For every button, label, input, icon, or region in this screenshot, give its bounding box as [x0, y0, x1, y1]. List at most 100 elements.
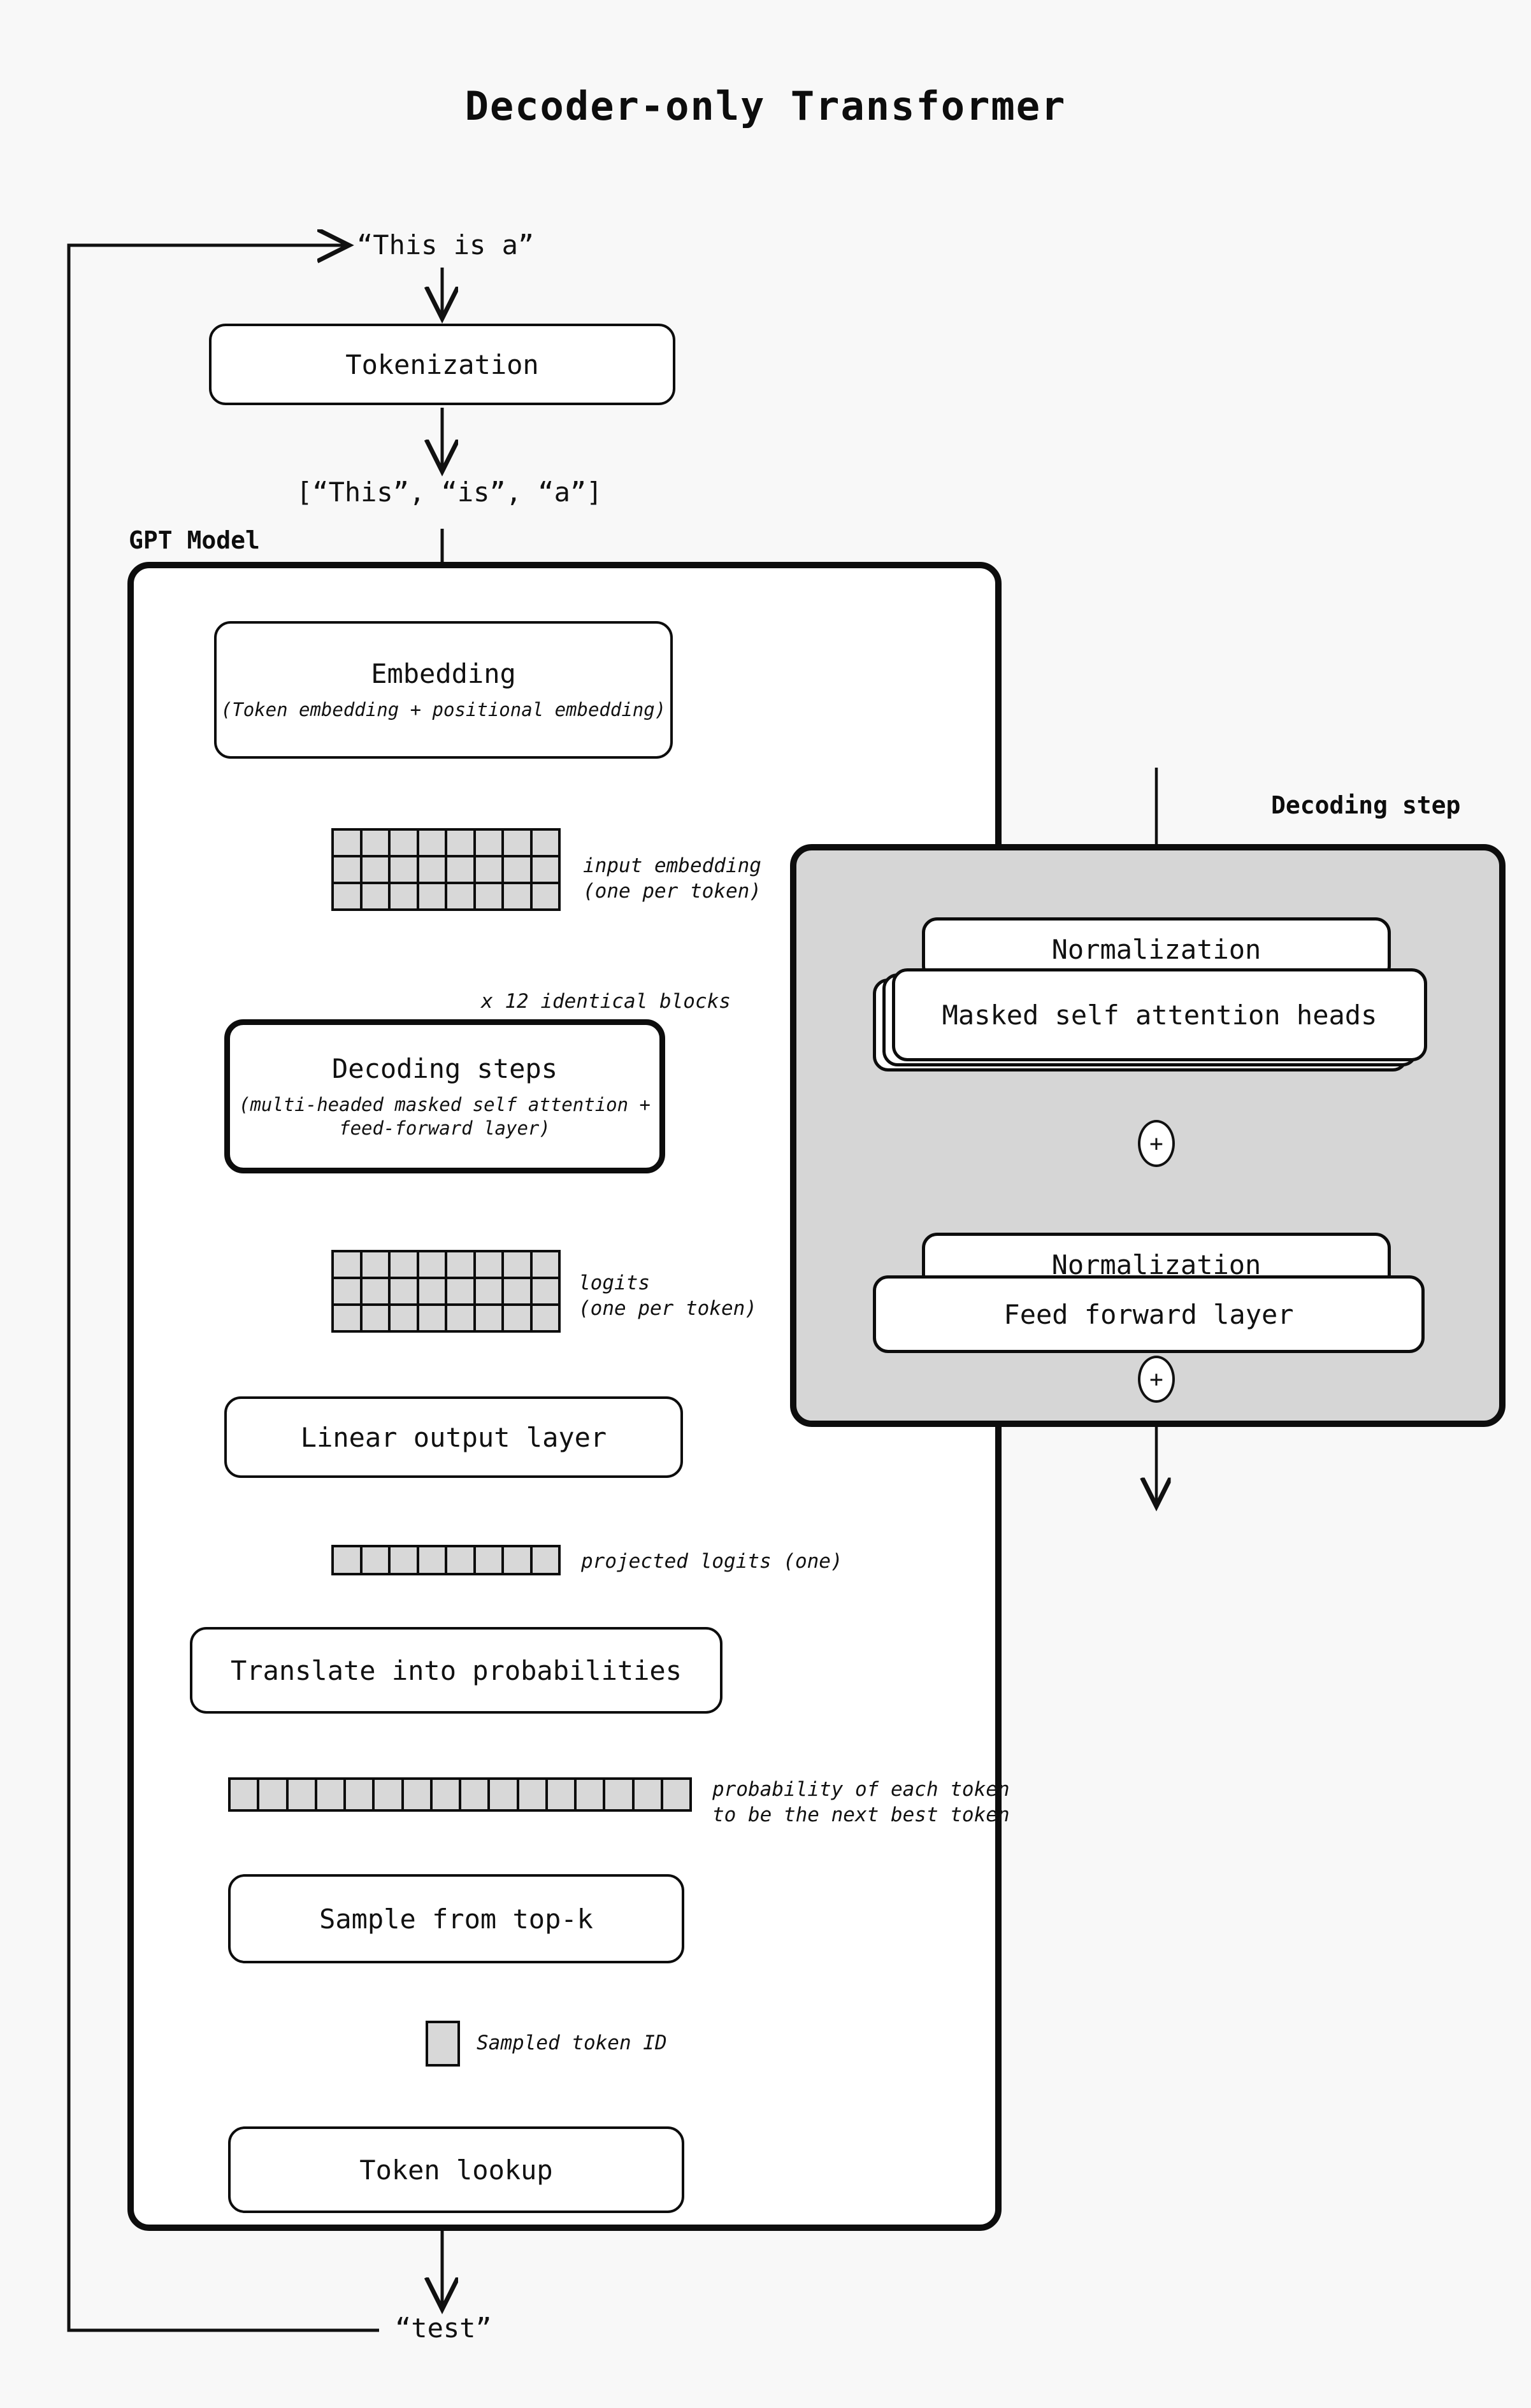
grid-cell — [504, 857, 530, 882]
input-embedding-grid — [331, 828, 561, 911]
normalization-label-2: Normalization — [1051, 1249, 1261, 1280]
translate-label: Translate into probabilities — [230, 1654, 682, 1686]
page-title: Decoder-only Transformer — [464, 83, 1067, 129]
sample-top-k-box[interactable]: Sample from top-k — [228, 1874, 684, 1963]
residual-add-2-label: + — [1149, 1366, 1163, 1393]
grid-cell — [419, 1547, 445, 1573]
grid-cell — [504, 831, 530, 855]
grid-cell — [334, 857, 360, 882]
grid-cell — [504, 1547, 530, 1573]
grid-cell — [447, 1279, 473, 1303]
grid-cell — [391, 1306, 417, 1330]
output-text: “test” — [395, 2312, 492, 2344]
grid-cell — [391, 1279, 417, 1303]
grid-cell — [475, 1279, 501, 1303]
grid-cell — [461, 1780, 488, 1809]
grid-cell — [317, 1780, 343, 1809]
grid-cell — [403, 1780, 430, 1809]
translate-box[interactable]: Translate into probabilities — [190, 1627, 722, 1714]
grid-cell — [504, 1306, 530, 1330]
grid-cell — [447, 884, 473, 908]
grid-cell — [490, 1780, 517, 1809]
grid-cell — [391, 1252, 417, 1277]
grid-cell — [532, 1252, 558, 1277]
projected-logits-grid — [331, 1545, 561, 1575]
grid-cell — [532, 1279, 558, 1303]
probability-note: probability of each token to be the next… — [712, 1778, 1010, 1826]
embedding-box[interactable]: Embedding (Token embedding + positional … — [214, 621, 673, 759]
grid-cell — [231, 1780, 257, 1809]
normalization-label-1: Normalization — [1051, 933, 1261, 965]
sample-top-k-label: Sample from top-k — [319, 1903, 593, 1935]
grid-cell — [447, 857, 473, 882]
grid-cell — [362, 1547, 388, 1573]
grid-cell — [334, 884, 360, 908]
grid-cell — [419, 1306, 445, 1330]
grid-cell — [346, 1780, 373, 1809]
grid-cell — [504, 884, 530, 908]
input-embedding-note: input embedding (one per token) — [583, 854, 761, 903]
grid-cell — [362, 831, 388, 855]
input-text: “This is a” — [357, 229, 535, 261]
embedding-sublabel: (Token embedding + positional embedding) — [220, 699, 666, 721]
grid-cell — [391, 884, 417, 908]
grid-cell — [475, 884, 501, 908]
grid-cell — [532, 857, 558, 882]
grid-cell — [475, 857, 501, 882]
grid-cell — [475, 831, 501, 855]
grid-cell — [605, 1780, 632, 1809]
masked-self-attention-label: Masked self attention heads — [942, 999, 1377, 1031]
grid-cell — [447, 1252, 473, 1277]
grid-cell — [532, 1547, 558, 1573]
grid-cell — [634, 1780, 661, 1809]
grid-cell — [259, 1780, 286, 1809]
grid-cell — [334, 831, 360, 855]
grid-cell — [362, 1252, 388, 1277]
grid-cell — [447, 1547, 473, 1573]
token-lookup-box[interactable]: Token lookup — [228, 2126, 684, 2213]
tokenization-box[interactable]: Tokenization — [209, 324, 675, 405]
grid-cell — [532, 831, 558, 855]
feed-forward-box[interactable]: Feed forward layer — [873, 1275, 1425, 1353]
probabilities-grid — [228, 1777, 692, 1812]
grid-cell — [432, 1780, 459, 1809]
grid-cell — [362, 1306, 388, 1330]
grid-cell — [532, 1306, 558, 1330]
decoding-steps-label: Decoding steps — [331, 1053, 557, 1085]
grid-cell — [475, 1252, 501, 1277]
logits-note: logits (one per token) — [579, 1272, 757, 1320]
grid-cell — [334, 1252, 360, 1277]
grid-cell — [419, 857, 445, 882]
grid-cell — [391, 1547, 417, 1573]
decoding-step-title: Decoding step — [1271, 791, 1461, 819]
sampled-token-note: Sampled token ID — [477, 2032, 667, 2054]
grid-cell — [447, 831, 473, 855]
linear-output-label: Linear output layer — [300, 1421, 607, 1453]
grid-cell — [334, 1547, 360, 1573]
grid-cell — [428, 2023, 457, 2064]
logits-grid — [331, 1250, 561, 1333]
sampled-token-cell — [426, 2021, 460, 2067]
grid-cell — [504, 1279, 530, 1303]
grid-cell — [519, 1780, 545, 1809]
linear-output-box[interactable]: Linear output layer — [224, 1396, 683, 1478]
repeat-blocks-note: x 12 identical blocks — [481, 990, 731, 1013]
grid-cell — [532, 884, 558, 908]
grid-cell — [547, 1780, 574, 1809]
residual-add-2: + — [1138, 1356, 1175, 1403]
grid-cell — [504, 1252, 530, 1277]
grid-cell — [391, 857, 417, 882]
masked-self-attention-box[interactable]: Masked self attention heads — [892, 968, 1427, 1061]
decoding-steps-box[interactable]: Decoding steps (multi-headed masked self… — [224, 1019, 665, 1173]
grid-cell — [362, 857, 388, 882]
grid-cell — [391, 831, 417, 855]
grid-cell — [419, 831, 445, 855]
grid-cell — [375, 1780, 401, 1809]
grid-cell — [362, 1279, 388, 1303]
grid-cell — [663, 1780, 689, 1809]
grid-cell — [334, 1279, 360, 1303]
token-lookup-label: Token lookup — [359, 2154, 553, 2186]
grid-cell — [577, 1780, 603, 1809]
residual-add-1-label: + — [1149, 1130, 1163, 1157]
